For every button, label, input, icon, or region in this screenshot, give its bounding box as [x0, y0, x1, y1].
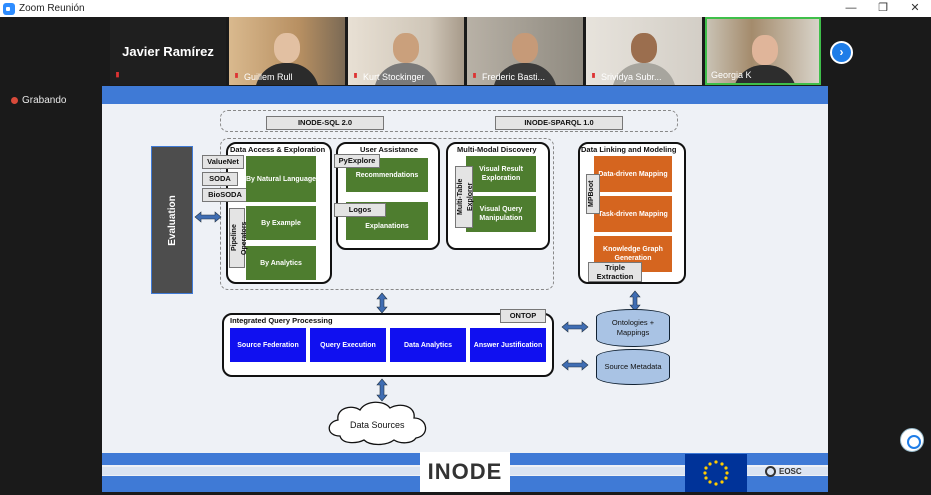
recording-label: Grabando [22, 95, 67, 106]
multimodal-title: Multi-Modal Discovery [457, 145, 537, 154]
task-driven-mapping-item: Task-driven Mapping [594, 196, 672, 232]
cloud-icon [328, 401, 427, 446]
window-controls: — ❐ ✕ [835, 0, 931, 17]
up-down-arrow-icon [376, 292, 388, 314]
speaker-mic [114, 72, 125, 81]
source-federation-item: Source Federation [230, 328, 306, 362]
natural-language-item: By Natural Language [246, 156, 316, 202]
speaker-name: Javier Ramírez [122, 43, 214, 59]
chevron-right-icon: › [839, 45, 844, 59]
answer-justification-item: Answer Justification [470, 328, 546, 362]
window-title: Zoom Reunión [19, 3, 85, 14]
inode-sql-label: INODE-SQL 2.0 [266, 116, 384, 130]
participant-label: Guillem Rull [233, 72, 293, 82]
participant-body [374, 63, 438, 85]
soda-tag: SODA [202, 172, 238, 186]
iqp-title: Integrated Query Processing [230, 316, 333, 325]
close-button[interactable]: ✕ [910, 2, 920, 14]
recording-icon [11, 97, 18, 104]
inode-logo: INODE [420, 452, 510, 492]
participant-face [274, 33, 300, 63]
source-metadata-store: Source Metadata [596, 349, 670, 385]
inode-sparql-label: INODE-SPARQL 1.0 [495, 116, 623, 130]
participant-face [393, 33, 419, 63]
participant-face [752, 35, 778, 65]
participant-tile[interactable]: Srividya Subr... [586, 17, 702, 85]
triple-extraction-tag: Triple Extraction [588, 262, 642, 282]
visual-query-item: Visual Query Manipulation [466, 196, 536, 232]
minimize-button[interactable]: — [845, 2, 857, 14]
biosoda-tag: BioSODA [202, 188, 248, 202]
up-down-arrow-icon [376, 378, 388, 402]
shared-slide: INODE-SQL 2.0 INODE-SPARQL 1.0 Evaluatio… [102, 86, 828, 492]
participant-strip: Javier Ramírez Guillem Rull Kurt Stockin… [110, 17, 824, 85]
zoom-logo-icon [3, 2, 15, 15]
valuenet-tag: ValueNet [202, 155, 244, 169]
pipeline-operators-tag: Pipeline Operators [229, 208, 248, 268]
participant-tile-active[interactable]: Georgia K [705, 17, 821, 85]
support-button[interactable] [900, 428, 924, 452]
visual-result-item: Visual Result Exploration [466, 156, 536, 192]
eu-stars-icon [703, 460, 729, 486]
slide-top-bar [102, 86, 828, 104]
double-arrow-icon [561, 359, 589, 371]
participant-label: Srividya Subr... [590, 72, 662, 82]
data-analytics-item: Data Analytics [390, 328, 466, 362]
mic-muted-icon [354, 72, 357, 78]
data-sources-label: Data Sources [350, 420, 405, 430]
eu-flag-icon [685, 454, 747, 492]
participant-tile[interactable]: Guillem Rull [229, 17, 345, 85]
exploration-group [220, 138, 554, 290]
ontop-tag: ONTOP [500, 309, 546, 323]
participant-face [512, 33, 538, 63]
active-speaker-tile[interactable]: Javier Ramírez [110, 17, 226, 85]
double-arrow-icon [561, 321, 589, 333]
participant-face [631, 33, 657, 63]
eosc-ring-icon [765, 466, 776, 477]
mic-muted-icon [235, 72, 238, 78]
data-driven-mapping-item: Data-driven Mapping [594, 156, 672, 192]
participant-body [493, 63, 557, 85]
user-assistance-title: User Assistance [360, 145, 419, 154]
participant-label: Georgia K [711, 70, 752, 80]
participant-body [612, 63, 676, 85]
participant-body [733, 65, 797, 83]
mic-muted-icon [592, 72, 595, 78]
participant-label: Kurt Stockinger [352, 72, 425, 82]
pyexplore-tag: PyExplore [334, 154, 380, 168]
mpboot-tag: MPBoot [586, 174, 600, 214]
restore-button[interactable]: ❐ [878, 2, 888, 14]
evaluation-block: Evaluation [151, 146, 193, 294]
eosc-logo: EOSC [765, 466, 802, 477]
next-page-button[interactable]: › [830, 41, 853, 64]
by-example-item: By Example [246, 206, 316, 240]
query-languages-group [220, 110, 678, 132]
participant-tile[interactable]: Frederic Basti... [467, 17, 583, 85]
participant-label: Frederic Basti... [471, 72, 545, 82]
multi-table-explorer-tag: Multi-Table Explorer [455, 166, 474, 228]
participant-body [255, 63, 319, 85]
linking-title: Data Linking and Modeling [581, 145, 677, 154]
data-access-title: Data Access & Exploration [230, 145, 326, 154]
double-arrow-icon [194, 211, 222, 223]
mic-muted-icon [116, 72, 119, 78]
ontologies-store: Ontologies + Mappings [596, 309, 670, 347]
query-execution-item: Query Execution [310, 328, 386, 362]
mic-muted-icon [473, 72, 476, 78]
logos-tag: Logos [334, 203, 386, 217]
window-titlebar: Zoom Reunión — ❐ ✕ [0, 0, 931, 17]
participant-tile[interactable]: Kurt Stockinger [348, 17, 464, 85]
by-analytics-item: By Analytics [246, 246, 316, 280]
